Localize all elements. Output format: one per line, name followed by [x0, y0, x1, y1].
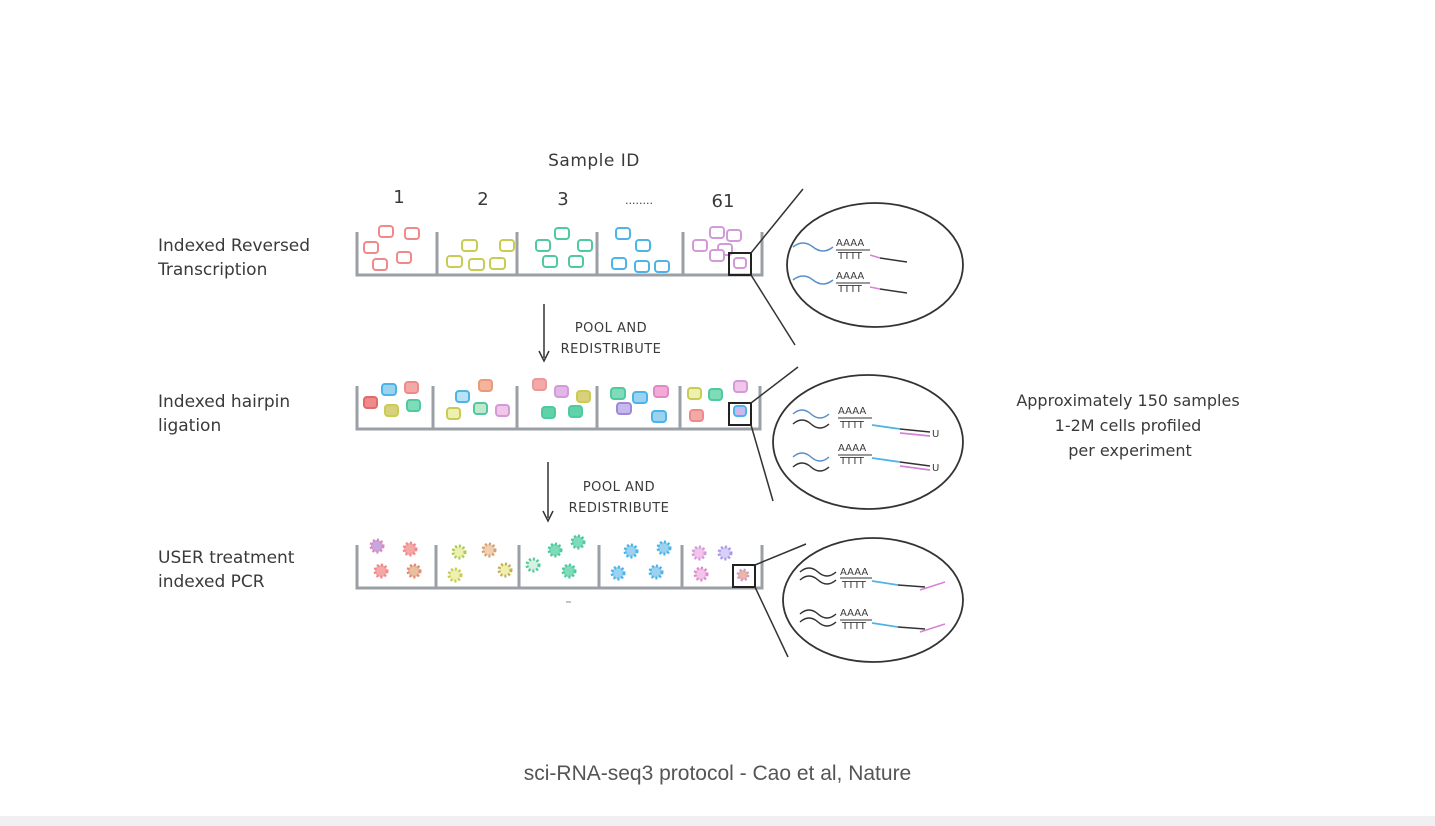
rna-strand — [792, 275, 834, 285]
zoom-box-1 — [728, 252, 752, 276]
zoom-box-2 — [728, 402, 752, 426]
stage-2-label-line2: ligation — [158, 416, 221, 436]
polya-label: AAAA — [836, 238, 864, 249]
polya-label: AAAA — [840, 608, 868, 619]
zoom-box-3 — [732, 564, 756, 588]
well-61-cells-pcr — [691, 545, 750, 582]
well-61-cells — [692, 226, 747, 269]
polya-label: AAAA — [840, 567, 868, 578]
pool-arrow-2 — [542, 462, 554, 523]
sample-label-1: 1 — [393, 187, 404, 208]
zoom-lines — [750, 188, 807, 658]
well-2-cells — [446, 239, 515, 271]
well-3-cells — [535, 227, 593, 268]
pool-arrow-1 — [538, 304, 550, 363]
rna-strand — [792, 242, 834, 252]
polya-label: AAAA — [838, 406, 866, 417]
stage-3-label-line1: USER treatment — [158, 548, 295, 568]
polyt-label: TTTT — [841, 580, 867, 591]
sample-label-3: 3 — [557, 189, 568, 210]
footer-bar — [0, 816, 1435, 826]
tray-row-1 — [355, 225, 764, 277]
pool-arrow-2-line2: REDISTRIBUTE — [569, 501, 670, 516]
well-3-pooled-cells — [532, 378, 591, 419]
stage-1-label-line1: Indexed Reversed — [158, 236, 310, 256]
well-1-cells — [363, 225, 420, 271]
stage-3-label-line2: indexed PCR — [158, 572, 265, 592]
sample-id-title: Sample ID — [548, 151, 640, 171]
summary-line-3: per experiment — [1068, 441, 1192, 460]
well-2-pooled-cells — [446, 379, 510, 420]
uracil-label: U — [932, 463, 939, 474]
well-4-cells — [611, 227, 670, 273]
pool-arrow-1-line2: REDISTRIBUTE — [561, 342, 662, 357]
polya-label: AAAA — [836, 271, 864, 282]
sample-label-61: 61 — [712, 191, 735, 212]
figure-caption: sci-RNA-seq3 protocol - Cao et al, Natur… — [523, 762, 912, 785]
polya-label: AAAA — [838, 443, 866, 454]
polyt-label: TTTT — [839, 456, 865, 467]
polyt-label: TTTT — [837, 251, 863, 262]
polyt-label: TTTT — [839, 420, 865, 431]
polyt-label: TTTT — [841, 621, 867, 632]
pool-arrow-2-line1: POOL AND — [583, 480, 655, 495]
detail-circle-ligation: AAAA TTTT U AAAA TTTT U — [772, 374, 964, 510]
uracil-label: U — [932, 429, 939, 440]
summary-line-2: 1-2M cells profiled — [1055, 416, 1202, 435]
well-1-pooled-cells — [363, 381, 421, 417]
well-4-cells-pcr — [610, 540, 672, 581]
tray-3-outline — [355, 545, 764, 590]
sample-label-2: 2 — [477, 189, 488, 210]
sample-label-ellipsis: ........ — [625, 194, 653, 207]
well-1-cells-pcr — [369, 538, 422, 579]
detail-circle-rt: AAAA TTTT AAAA TTTT — [786, 202, 964, 328]
pool-arrow-1-line1: POOL AND — [575, 321, 647, 336]
detail-circle-pcr: AAAA TTTT AAAA TTTT — [782, 537, 964, 663]
well-2-cells-pcr — [447, 542, 513, 583]
tray-2-outline — [355, 386, 762, 431]
summary-line-1: Approximately 150 samples — [1016, 391, 1239, 410]
well-3-cells-pcr — [525, 534, 586, 579]
tray-row-3 — [355, 534, 764, 603]
polyt-label: TTTT — [837, 284, 863, 295]
tray-row-2 — [355, 378, 762, 431]
well-4-pooled-cells — [610, 385, 669, 423]
tray-1-outline — [355, 232, 764, 277]
stage-2-label-line1: Indexed hairpin — [158, 392, 290, 412]
well-61-pooled-cells — [687, 380, 748, 422]
stage-1-label-line2: Transcription — [157, 260, 267, 280]
